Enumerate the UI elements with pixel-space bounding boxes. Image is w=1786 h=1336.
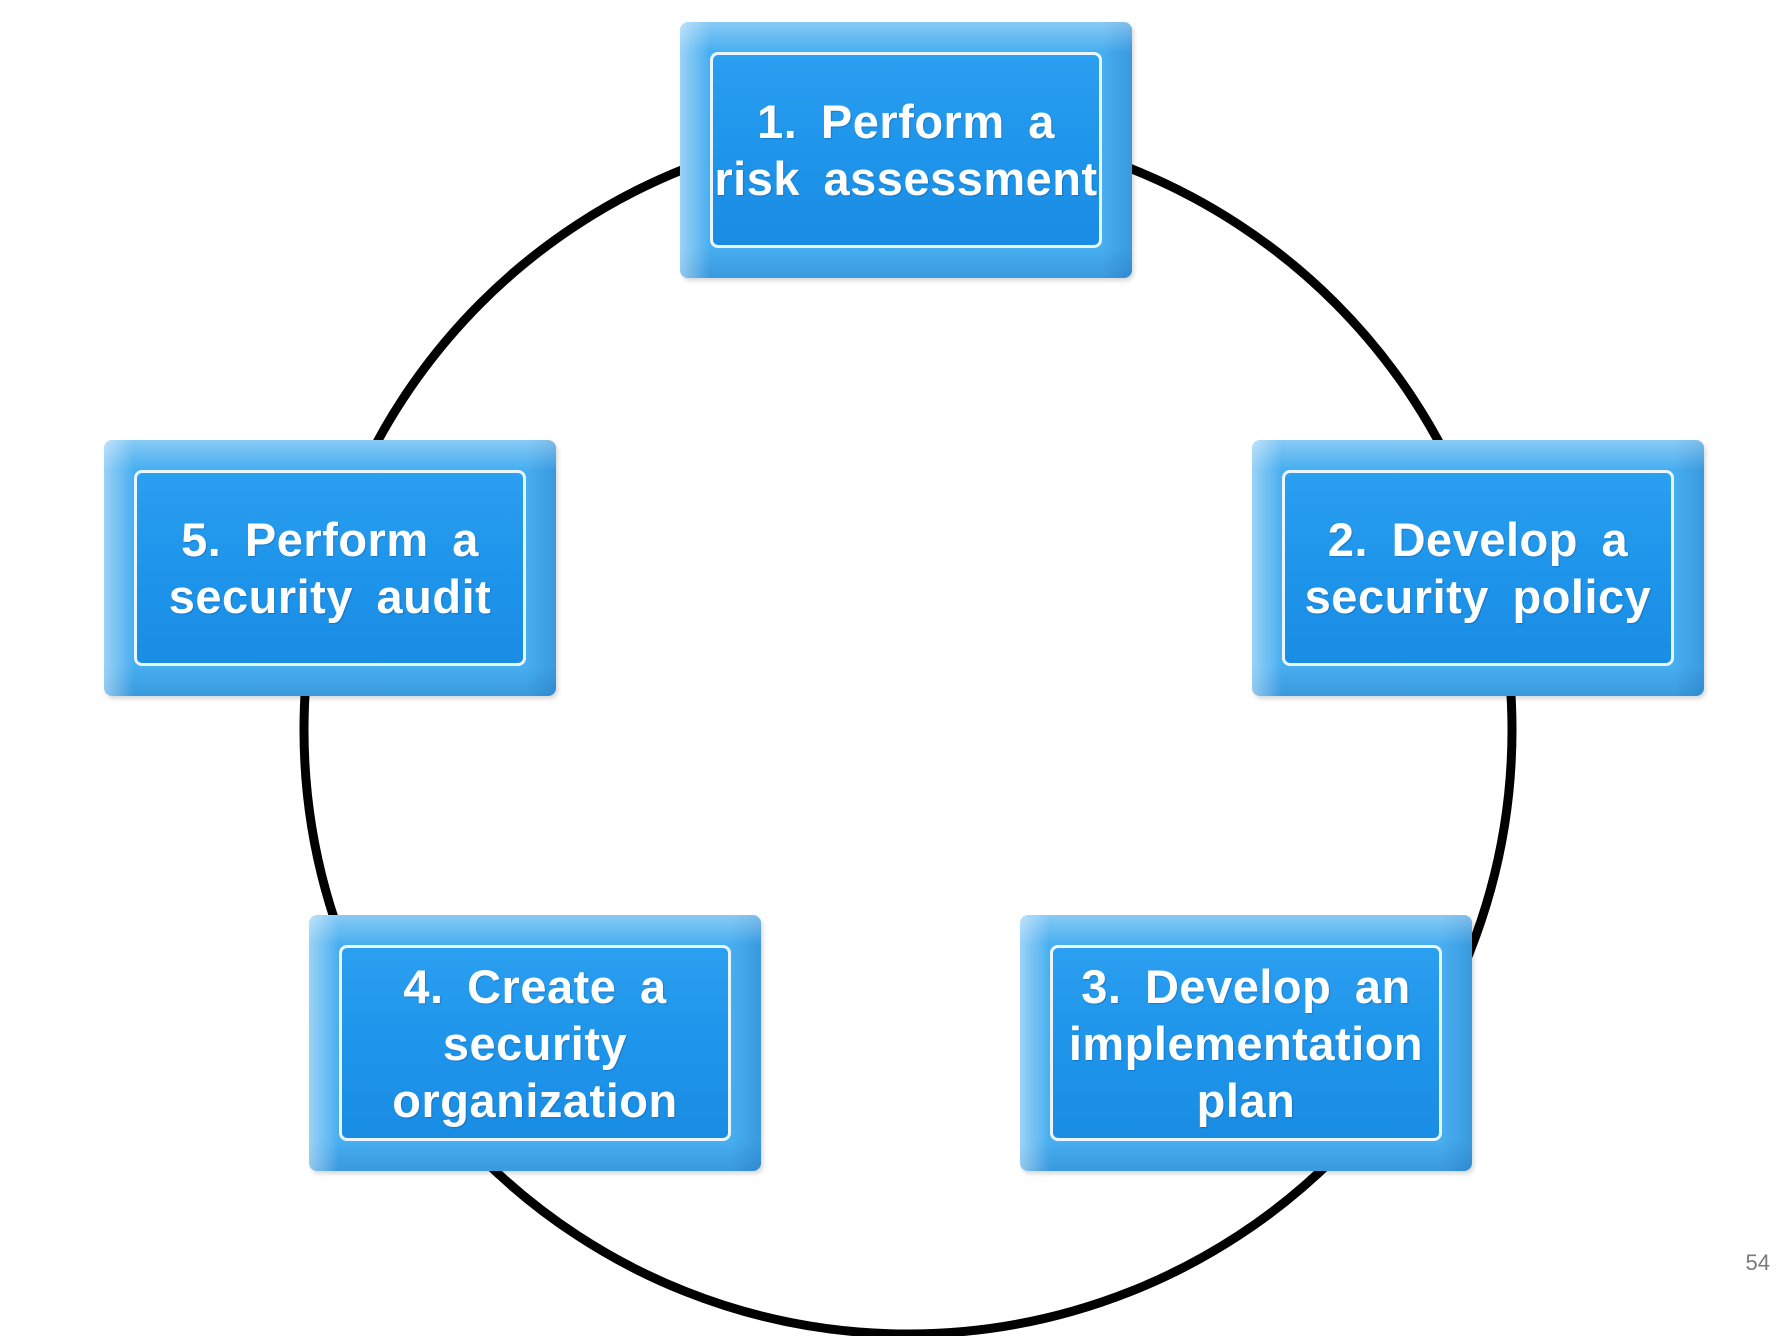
step-1-label: 1. Perform a risk assessment	[714, 95, 1098, 205]
step-4-security-organization: 4. Create a security organization	[309, 915, 761, 1171]
step-2-label: 2. Develop a security policy	[1304, 513, 1652, 623]
step-4-panel: 4. Create a security organization	[339, 945, 731, 1141]
step-2-security-policy: 2. Develop a security policy	[1252, 440, 1704, 696]
step-5-label: 5. Perform a security audit	[168, 513, 492, 623]
step-3-implementation-plan: 3. Develop an implementation plan	[1020, 915, 1472, 1171]
page-number: 54	[1745, 1250, 1770, 1275]
step-5-panel: 5. Perform a security audit	[134, 470, 526, 666]
step-1-risk-assessment: 1. Perform a risk assessment	[680, 22, 1132, 278]
step-5-security-audit: 5. Perform a security audit	[104, 440, 556, 696]
step-2-panel: 2. Develop a security policy	[1282, 470, 1674, 666]
step-4-label: 4. Create a security organization	[392, 959, 678, 1127]
step-3-panel: 3. Develop an implementation plan	[1050, 945, 1442, 1141]
step-3-label: 3. Develop an implementation plan	[1068, 959, 1424, 1127]
step-1-panel: 1. Perform a risk assessment	[710, 52, 1102, 248]
